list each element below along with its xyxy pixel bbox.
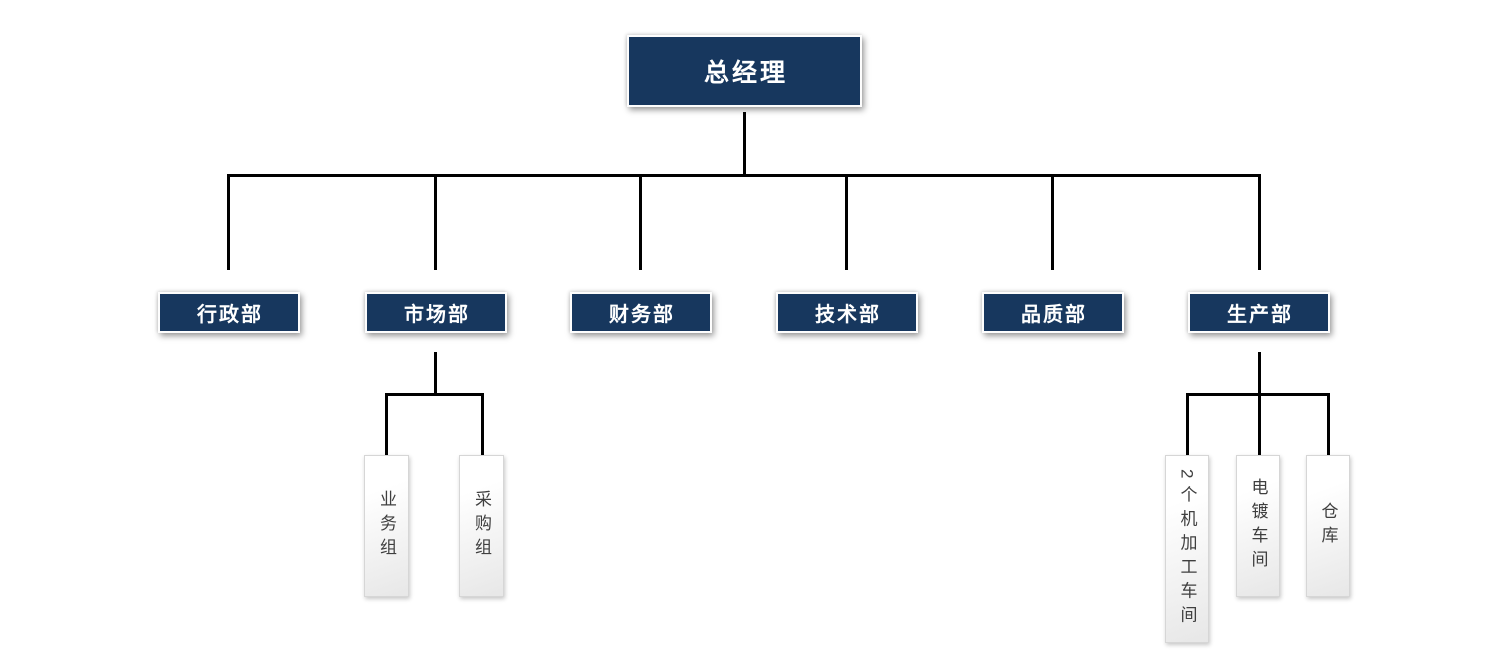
node-plating-workshop[interactable]: 电镀车间 <box>1236 455 1280 597</box>
node-dept-marketing-label: 市场部 <box>404 304 470 326</box>
node-dept-technology[interactable]: 技术部 <box>776 292 918 333</box>
node-warehouse-label: 仓库 <box>1318 502 1338 550</box>
node-dept-technology-label: 技术部 <box>815 304 881 326</box>
connector-drop-admin <box>227 174 230 270</box>
connector-drop-plating-workshop <box>1258 393 1261 455</box>
connector-drop-quality <box>1051 174 1054 270</box>
connector-main-horizontal <box>227 174 1261 177</box>
node-dept-finance[interactable]: 财务部 <box>570 292 712 333</box>
node-dept-production-label: 生产部 <box>1227 304 1293 326</box>
connector-drop-finance <box>639 174 642 270</box>
connector-drop-warehouse <box>1327 393 1330 455</box>
node-machining-workshops[interactable]: 2个机加工车间 <box>1165 455 1209 643</box>
connector-drop-purchasing-group <box>481 393 484 455</box>
node-business-group[interactable]: 业务组 <box>364 455 409 597</box>
connector-drop-business-group <box>385 393 388 455</box>
node-warehouse[interactable]: 仓库 <box>1306 455 1350 597</box>
connector-root-stem <box>743 112 746 176</box>
connector-drop-technology <box>845 174 848 270</box>
connector-marketing-horizontal <box>385 393 484 396</box>
node-plating-workshop-label: 电镀车间 <box>1248 478 1268 574</box>
node-dept-quality-label: 品质部 <box>1021 304 1087 326</box>
node-dept-marketing[interactable]: 市场部 <box>365 292 507 333</box>
node-dept-admin-label: 行政部 <box>197 304 263 326</box>
node-purchasing-group[interactable]: 采购组 <box>459 455 504 597</box>
node-dept-finance-label: 财务部 <box>609 304 675 326</box>
node-purchasing-group-label: 采购组 <box>472 490 491 562</box>
connector-drop-marketing <box>434 174 437 270</box>
node-dept-production[interactable]: 生产部 <box>1188 292 1330 333</box>
connector-drop-machining-workshop <box>1186 393 1189 455</box>
node-dept-admin[interactable]: 行政部 <box>158 292 300 333</box>
connector-marketing-stem <box>434 352 437 396</box>
connector-production-stem <box>1258 352 1261 396</box>
node-dept-quality[interactable]: 品质部 <box>982 292 1124 333</box>
node-business-group-label: 业务组 <box>377 490 396 562</box>
node-general-manager-label: 总经理 <box>703 59 788 87</box>
connector-drop-production <box>1258 174 1261 270</box>
node-general-manager[interactable]: 总经理 <box>627 35 862 107</box>
node-machining-workshops-label: 2个机加工车间 <box>1177 468 1197 630</box>
